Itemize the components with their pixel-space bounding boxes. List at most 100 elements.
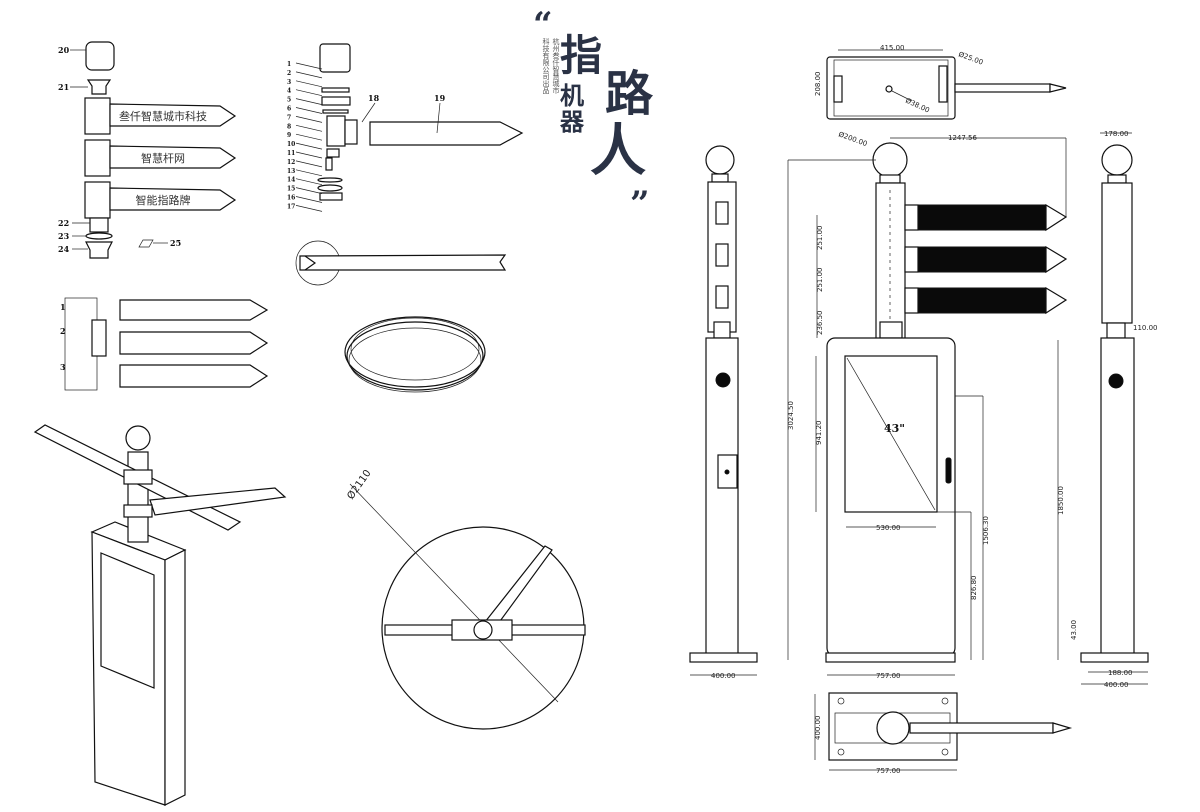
fitting-part-22: [89, 217, 109, 233]
speaker-icon: [715, 372, 731, 388]
subtitle-line: 杭州叁仟智慧城市: [552, 37, 560, 95]
right-body: [1100, 337, 1135, 655]
joint-collar: [321, 96, 351, 106]
front-base: [825, 652, 956, 663]
iso-pole: [127, 451, 149, 543]
black-arm: [917, 204, 1047, 231]
sign-text: 智慧杆网: [141, 151, 185, 165]
bracket-arm: [119, 331, 269, 355]
part-label-19: 19: [434, 93, 446, 103]
dim-neck: 110.00: [1133, 324, 1158, 332]
exploded-sign-assembly: 20 21 叁仟智慧城市科技 智慧杆网 智能指路牌 22 23 24 25: [58, 41, 237, 259]
bracket-detail: 1 2 3: [60, 297, 269, 391]
sign-blade: [109, 145, 237, 169]
leader-line: [295, 151, 323, 159]
left-side-view: 400.00: [689, 145, 758, 680]
part-label-1: 1: [287, 61, 291, 68]
part-label-21: 21: [58, 82, 69, 92]
dim-base-width: 757.00: [876, 672, 901, 680]
front-pole: [875, 182, 906, 341]
part-label-23: 23: [58, 231, 70, 241]
iso-arm-2: [149, 487, 287, 516]
seal-ring: [344, 316, 486, 393]
bottom-plan-view: 400.00 757.00: [814, 692, 1073, 775]
joint-ring: [321, 87, 350, 93]
dim-arm-spacing: 251.00: [816, 226, 824, 251]
dim-body-height: 1850.00: [1057, 486, 1065, 515]
bracket-label-2: 2: [60, 326, 66, 336]
dim-top-depth: 208.00: [814, 72, 822, 97]
title-char: 机: [560, 81, 584, 110]
leader-line: [295, 142, 323, 150]
sign-arm-3: 智能指路牌: [84, 181, 237, 219]
joint-bracket-18: [344, 119, 358, 145]
part-label-2: 2: [287, 70, 291, 77]
leader-line: [295, 89, 323, 97]
dim-left-base: 400.00: [711, 672, 736, 680]
leader-line: [295, 187, 323, 194]
part-label-15: 15: [287, 186, 295, 193]
front-view: 1247.56 Ø200.00 251.00 251.00 236.50 302…: [787, 130, 1068, 680]
left-body: [705, 337, 739, 655]
iso-ball: [125, 425, 151, 451]
leader-line: [295, 62, 323, 70]
title-char: 器: [559, 107, 585, 136]
fitting-part-21: [86, 79, 112, 95]
dim-arm-reach: 1247.56: [948, 134, 977, 142]
dim-screen-width: 530.00: [876, 524, 901, 532]
dim-screen-height: 941.20: [815, 421, 823, 446]
joint-arm-19: [369, 121, 524, 146]
leader-line: [295, 80, 323, 88]
dim-arm-spacing: 251.00: [816, 268, 824, 293]
leader-line: [295, 196, 323, 203]
dim-top-width: 415.00: [880, 44, 905, 52]
dim-inner-width: 188.00: [1108, 669, 1133, 677]
base-part-24: [85, 241, 113, 259]
part-label-17: 17: [287, 203, 295, 210]
part-label-18: 18: [368, 93, 380, 103]
part-label-14: 14: [287, 177, 295, 184]
plate-part-25: [138, 239, 154, 248]
right-side-view: 178.00 110.00 1850.00 43.00 188.00 400.0…: [1057, 130, 1158, 689]
part-label-25: 25: [170, 238, 181, 248]
ring-part-23: [85, 232, 113, 240]
circle-arm-diagonal: [484, 545, 553, 629]
leader-line: [295, 116, 323, 123]
product-title: “ 指 路 机 器 人 ” 杭州叁仟智慧城市 科技有限公司出品: [533, 5, 654, 224]
part-label-3: 3: [287, 79, 291, 86]
part-label-5: 5: [287, 97, 291, 104]
part-label-22: 22: [58, 218, 69, 228]
dim-arm-bottom: 236.50: [816, 311, 824, 336]
globe-lamp: [872, 142, 908, 178]
sign-barrel: [84, 139, 111, 177]
part-label-16: 16: [287, 195, 295, 202]
dim-door-height: 1506.30: [982, 516, 990, 545]
subtitle-line: 科技有限公司出品: [542, 37, 550, 95]
leader-line: [295, 205, 323, 212]
bracket-label-3: 3: [60, 362, 66, 372]
part-label-13: 13: [287, 168, 295, 175]
leader-line: [295, 107, 323, 114]
part-label-24: 24: [58, 244, 70, 254]
dim-ball: Ø200.00: [837, 130, 868, 148]
part-label-12: 12: [287, 159, 295, 166]
leader-line: [295, 124, 323, 132]
part-label-4: 4: [287, 88, 291, 95]
joint-cap: [319, 43, 351, 73]
leader-line: [295, 169, 323, 177]
arm-section: [299, 254, 507, 271]
part-label-11: 11: [287, 150, 295, 157]
title-char: 指: [560, 31, 602, 80]
cabinet-screen: [100, 552, 155, 689]
black-arm: [917, 287, 1047, 314]
cabinet-side: [164, 549, 186, 806]
screen-size-label: 43": [884, 422, 905, 435]
dim-total-height: 3024.50: [787, 401, 795, 430]
plan-top-view: 415.00 208.00 Ø38.00 Ø25.00: [814, 44, 1067, 120]
leader-line: [295, 98, 323, 105]
part-label-7: 7: [287, 114, 291, 121]
